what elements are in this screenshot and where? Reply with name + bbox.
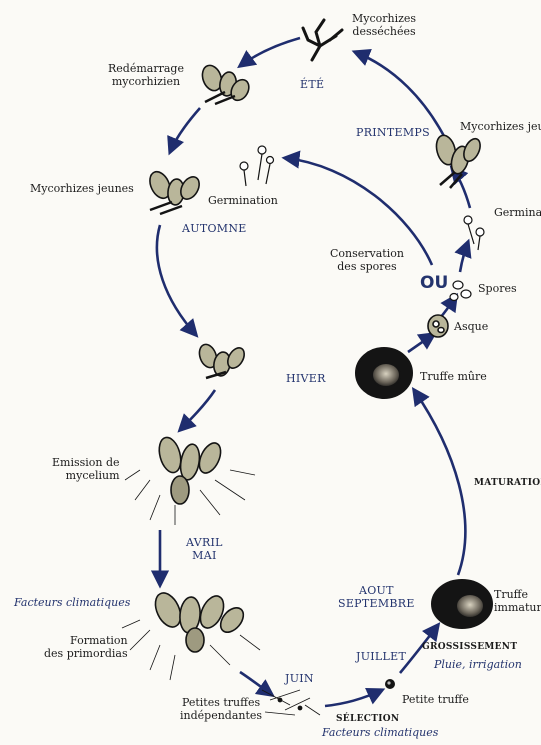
label-petite-truffe: Petite truffe xyxy=(402,693,469,706)
label-petites-truffes: Petites truffes indépendantes xyxy=(180,696,262,722)
stage-grossissement: GROSSISSEMENT xyxy=(422,642,517,653)
hiver-mycorhizes-drawing xyxy=(196,342,247,378)
emission-mycelium-drawing xyxy=(125,435,255,525)
season-juin: JUIN xyxy=(285,672,314,685)
stage-selection: SÉLECTION xyxy=(336,714,399,725)
arrow-hiver-to-emission xyxy=(180,390,215,430)
factor-pluie: Pluie, irrigation xyxy=(434,658,522,671)
label-printemps-mycorhizes: Mycorhizes jeunes xyxy=(460,120,541,133)
label-conservation: Conservation des spores xyxy=(330,247,404,273)
season-avril-mai: AVRIL MAI xyxy=(186,536,223,562)
label-truffe-mure: Truffe mûre xyxy=(420,370,487,383)
ou-marker: OU xyxy=(420,273,448,293)
season-hiver: HIVER xyxy=(286,372,326,385)
label-formation: Formation des primordias xyxy=(44,634,128,660)
arrow-spores-to-germination xyxy=(460,242,468,272)
arrow-petites-to-petite-truffe xyxy=(325,690,382,706)
truffe-immature-drawing xyxy=(432,580,492,628)
arrow-formation-to-petites xyxy=(240,672,272,695)
arrow-automne-to-hiver xyxy=(157,225,196,335)
factor-facteurs-bottom: Facteurs climatiques xyxy=(322,726,438,739)
label-emission: Emission de mycelium xyxy=(52,456,120,482)
label-mycorhizes-dessechees: Mycorhizes desséchées xyxy=(352,12,416,38)
asque-drawing xyxy=(428,315,448,337)
label-spores: Spores xyxy=(478,282,517,295)
arrow-ete-to-redemarrage xyxy=(240,38,300,66)
arrow-immature-to-mure xyxy=(414,390,465,575)
season-ete: ÉTÉ xyxy=(300,78,324,91)
mycorhizes-jeunes-left-drawing xyxy=(146,169,203,214)
arrow-truffe-to-asque xyxy=(408,334,434,352)
redemarrage-drawing xyxy=(199,63,252,104)
arrow-redemarrage-to-jeunes xyxy=(170,108,200,152)
spores-drawing xyxy=(450,281,471,301)
season-juillet: JUILLET xyxy=(356,650,406,663)
season-aout-septembre: AOUT SEPTEMBRE xyxy=(338,584,415,610)
stage-maturation: MATURATION xyxy=(474,478,541,489)
season-automne: AUTOMNE xyxy=(182,222,247,235)
label-asque: Asque xyxy=(454,320,488,333)
germination-left-drawing xyxy=(240,146,274,186)
mycorhizes-jeunes-right-drawing xyxy=(433,133,483,188)
label-mycorhizes-jeunes: Mycorhizes jeunes xyxy=(30,182,134,195)
season-printemps: PRINTEMPS xyxy=(356,126,430,139)
mycorhizes-dessechees-drawing xyxy=(303,20,342,60)
label-germination-left: Germination xyxy=(208,194,278,207)
factor-facteurs-left: Facteurs climatiques xyxy=(14,596,130,609)
petite-truffe-drawing xyxy=(385,679,395,689)
label-germination-right: Germination xyxy=(494,206,541,219)
truffe-mure-drawing xyxy=(356,348,412,398)
label-truffe-immature: Truffe immature xyxy=(494,588,541,614)
label-redemarrage: Redémarrage mycorhizien xyxy=(108,62,184,88)
formation-primordias-drawing xyxy=(122,589,260,680)
